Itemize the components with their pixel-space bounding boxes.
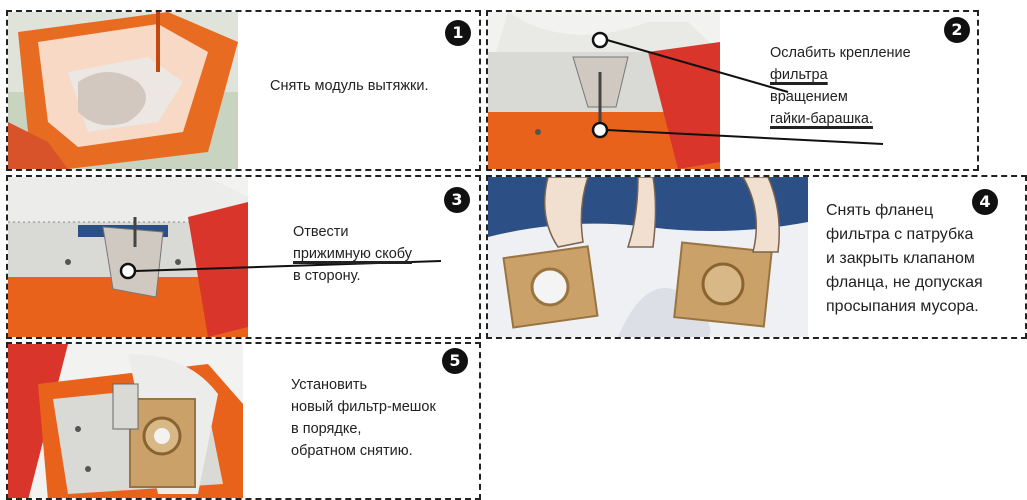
- step-3-line-3: в сторону.: [293, 265, 412, 287]
- step-4-text: Снять фланец фильтра с патрубка и закрыт…: [826, 199, 1016, 319]
- step-2-line-4: гайки-барашка.: [770, 108, 911, 130]
- step-2-line-3: вращением: [770, 86, 911, 108]
- step-4-panel: Снять фланец фильтра с патрубка и закрыт…: [486, 175, 1027, 339]
- step-5-illustration: [8, 344, 243, 500]
- step-1-line-1: Снять модуль вытяжки.: [270, 75, 429, 97]
- step-3-text: Отвести прижимную скобу в сторону.: [293, 221, 412, 287]
- step-1-text: Снять модуль вытяжки.: [270, 75, 429, 97]
- step-3-panel: Отвести прижимную скобу в сторону. 3: [6, 175, 481, 339]
- step-2-text: Ослабить крепление фильтра вращением гай…: [770, 42, 911, 130]
- step-1-panel: Снять модуль вытяжки. 1: [6, 10, 481, 171]
- step-1-illustration: [8, 12, 238, 169]
- step-2-line-2: фильтра: [770, 64, 911, 86]
- step-4-number-badge: 4: [972, 189, 998, 215]
- step-3-number-badge: 3: [444, 187, 470, 213]
- step-1-number-badge: 1: [445, 20, 471, 46]
- step-5-line-1: Установить: [291, 374, 436, 396]
- step-2-number-badge: 2: [944, 17, 970, 43]
- step-4-line-2: фильтра с патрубка: [826, 223, 1016, 247]
- step-4-line-5: просыпания мусора.: [826, 295, 1016, 319]
- step-4-line-4: фланца, не допуская: [826, 271, 1016, 295]
- step-3-line-1: Отвести: [293, 221, 412, 243]
- step-2-panel: Ослабить крепление фильтра вращением гай…: [486, 10, 979, 171]
- step-5-line-3: в порядке,: [291, 418, 436, 440]
- step-2-line-1: Ослабить крепление: [770, 42, 911, 64]
- step-4-illustration: [488, 177, 808, 337]
- step-5-line-4: обратном снятию.: [291, 440, 436, 462]
- step-5-panel: Установить новый фильтр-мешок в порядке,…: [6, 342, 481, 500]
- step-4-line-3: и закрыть клапаном: [826, 247, 1016, 271]
- step-5-number-badge: 5: [442, 348, 468, 374]
- step-5-line-2: новый фильтр-мешок: [291, 396, 436, 418]
- step-5-text: Установить новый фильтр-мешок в порядке,…: [291, 374, 436, 462]
- step-3-line-2: прижимную скобу: [293, 243, 412, 265]
